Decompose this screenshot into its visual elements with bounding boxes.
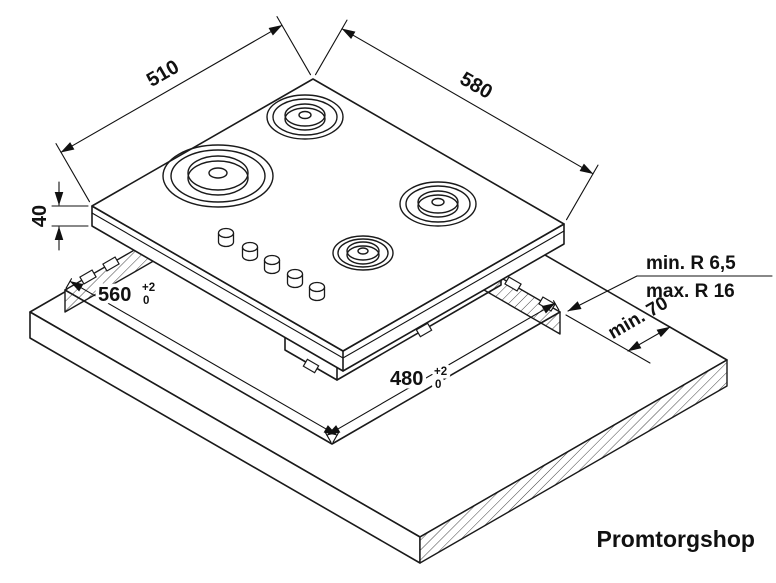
dim-480-tolerance-plus: +2 xyxy=(434,366,447,378)
radius-max-label: max. R 16 xyxy=(646,281,735,302)
dimension-cutout-length-560: 560 +2 0 xyxy=(65,278,340,443)
dimension-cutout-depth-480: 480 +2 0 xyxy=(324,300,560,443)
mounting-clip xyxy=(504,276,522,292)
dim-560-tolerance-plus: +2 xyxy=(142,282,155,294)
dim-40-label: 40 xyxy=(29,205,51,227)
radius-min-label: min. R 6,5 xyxy=(646,253,736,274)
control-knob xyxy=(308,281,326,302)
control-knob xyxy=(217,227,235,248)
control-knob xyxy=(286,268,304,289)
dim-480-label: 480 xyxy=(390,368,423,390)
dim-560-label: 560 xyxy=(98,284,131,306)
mounting-clip xyxy=(102,256,120,272)
logo[interactable]: Promtorg shop xyxy=(597,526,755,552)
control-knob xyxy=(263,254,281,275)
burner-front xyxy=(332,235,394,271)
countertop-front-right-face xyxy=(419,359,728,564)
dim-480-tolerance-minus: 0 xyxy=(435,379,441,391)
dim-510-label: 510 xyxy=(143,56,183,92)
mounting-clip xyxy=(79,269,97,285)
logo-primary-text[interactable]: Promtorg xyxy=(597,526,701,552)
logo-secondary-text[interactable]: shop xyxy=(700,526,755,552)
corner-radius-callout: min. R 6,5 max. R 16 xyxy=(567,253,773,312)
dim-560-tolerance-minus: 0 xyxy=(143,295,149,307)
control-knob xyxy=(241,241,259,262)
dimension-hob-height-40: 40 xyxy=(29,181,89,251)
burner-right xyxy=(399,181,477,227)
